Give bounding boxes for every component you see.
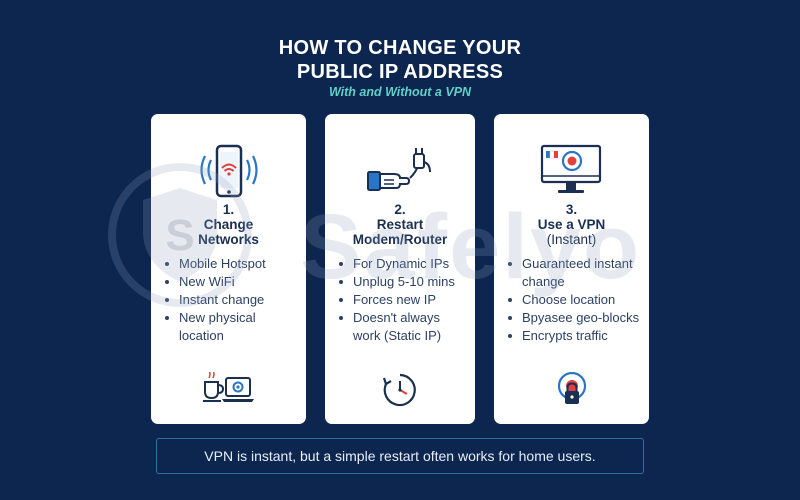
list-item: Instant change [163, 291, 300, 309]
title-line-2: PUBLIC IP ADDRESS [296, 61, 504, 83]
monitor-vpn-icon [494, 144, 649, 204]
coffee-laptop-icon [151, 372, 306, 408]
card-use-vpn: 3. Use a VPN (Instant) Guaranteed instan… [494, 114, 649, 424]
card-title-line-2: Networks [198, 232, 259, 247]
list-item: Encrypts traffic [506, 327, 643, 345]
card-heading: 2. Restart Modem/Router [325, 202, 475, 247]
card-number: 3. [565, 202, 578, 217]
phone-wifi-icon [151, 144, 306, 204]
list-item: Guaranteed instant change [506, 255, 643, 291]
card-title-line-2: Modem/Router [352, 232, 448, 247]
card-title-line-1: Restart [376, 217, 424, 232]
list-item: Choose location [506, 291, 643, 309]
card-bullet-list: Guaranteed instant change Choose locatio… [506, 255, 643, 345]
clock-icon [325, 372, 475, 408]
list-item: Unplug 5-10 mins [337, 273, 469, 291]
card-heading: 3. Use a VPN (Instant) [494, 202, 649, 247]
list-item: For Dynamic IPs [337, 255, 469, 273]
page-title: HOW TO CHANGE YOUR PUBLIC IP ADDRESS [0, 36, 800, 84]
list-item: Forces new IP [337, 291, 469, 309]
card-bullet-list: Mobile Hotspot New WiFi Instant change N… [163, 255, 300, 345]
card-title-line-1: Change [203, 217, 254, 232]
list-item: New WiFi [163, 273, 300, 291]
list-item: Bpyasee geo-blocks [506, 309, 643, 327]
card-restart-router: 2. Restart Modem/Router For Dynamic IPs … [325, 114, 475, 424]
list-item: Doesn't always work (Static IP) [337, 309, 469, 345]
footer-note: VPN is instant, but a simple restart oft… [156, 438, 644, 474]
card-heading: 1. Change Networks [151, 202, 306, 247]
list-item: Mobile Hotspot [163, 255, 300, 273]
title-line-1: HOW TO CHANGE YOUR [278, 37, 522, 59]
card-note: (Instant) [546, 232, 597, 247]
card-title-line-1: Use a VPN [537, 217, 606, 232]
list-item: New physical location [163, 309, 300, 345]
hand-plug-icon [325, 144, 475, 204]
card-change-networks: 1. Change Networks Mobile Hotspot New Wi… [151, 114, 306, 424]
card-number: 1. [222, 202, 235, 217]
page-subtitle: With and Without a VPN [328, 85, 472, 99]
card-number: 2. [394, 202, 406, 217]
card-bullet-list: For Dynamic IPs Unplug 5-10 mins Forces … [337, 255, 469, 345]
lock-shield-icon [494, 372, 649, 408]
